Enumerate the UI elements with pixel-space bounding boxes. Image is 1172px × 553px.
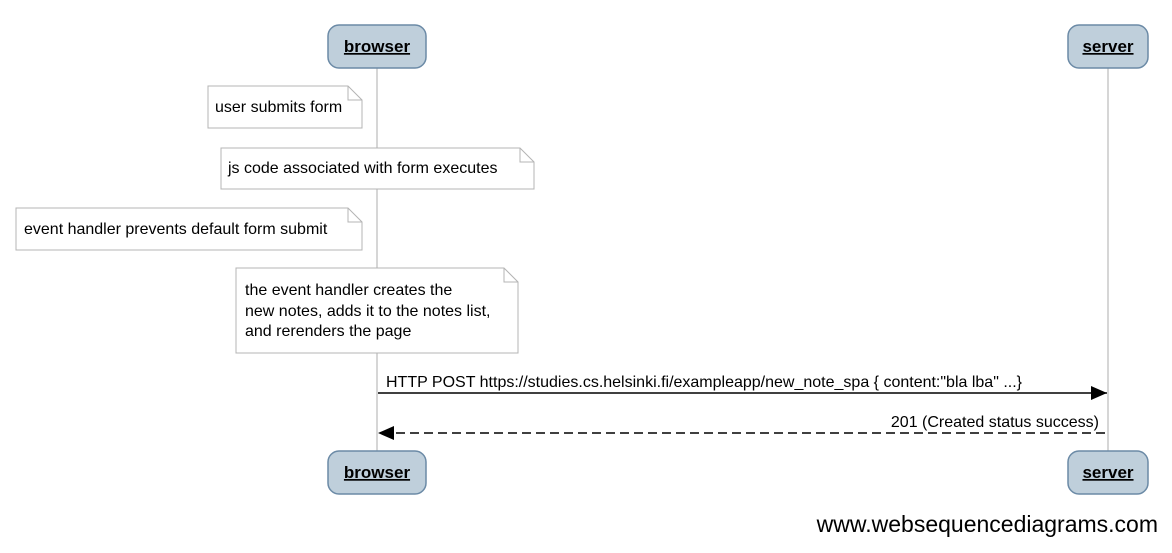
participant-server-bottom[interactable]: server bbox=[1067, 450, 1149, 495]
message-201-created[interactable]: 201 (Created status success) bbox=[378, 414, 1105, 440]
message-label: HTTP POST https://studies.cs.helsinki.fi… bbox=[386, 374, 1023, 391]
message-http-post[interactable]: HTTP POST https://studies.cs.helsinki.fi… bbox=[378, 374, 1107, 400]
participant-label: browser bbox=[344, 37, 411, 56]
note-line: new notes, adds it to the notes list, bbox=[245, 303, 490, 320]
participant-label: server bbox=[1082, 37, 1133, 56]
note-user-submits-form[interactable]: user submits form bbox=[207, 85, 363, 129]
note-line: the event handler creates the bbox=[245, 282, 452, 299]
message-label: 201 (Created status success) bbox=[891, 414, 1099, 431]
watermark-link[interactable]: www.websequencediagrams.com bbox=[816, 511, 1158, 537]
participant-server-top[interactable]: server bbox=[1067, 24, 1149, 69]
note-event-handler-prevents-default[interactable]: event handler prevents default form subm… bbox=[15, 207, 363, 251]
participant-browser-bottom[interactable]: browser bbox=[327, 450, 427, 495]
participant-label: server bbox=[1082, 463, 1133, 482]
note-line: and rerenders the page bbox=[245, 323, 411, 340]
note-line: user submits form bbox=[215, 99, 342, 116]
participant-label: browser bbox=[344, 463, 411, 482]
note-line: js code associated with form executes bbox=[227, 160, 497, 177]
note-event-handler-creates-notes[interactable]: the event handler creates the new notes,… bbox=[235, 267, 519, 354]
participant-browser-top[interactable]: browser bbox=[327, 24, 427, 69]
note-js-code-executes[interactable]: js code associated with form executes bbox=[220, 147, 535, 190]
note-line: event handler prevents default form subm… bbox=[24, 221, 328, 238]
